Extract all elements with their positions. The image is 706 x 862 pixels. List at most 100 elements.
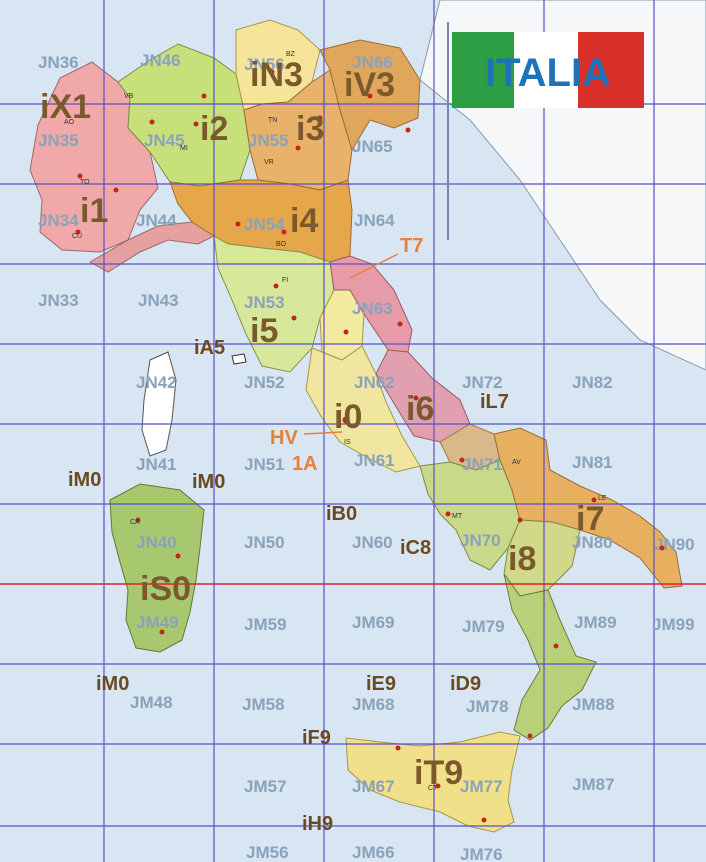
svg-text:CU: CU (72, 233, 82, 240)
prefix-HV: HV (270, 427, 298, 449)
locator-JM79: JM79 (462, 617, 505, 636)
prefix-iL7: iL7 (480, 391, 509, 413)
region-prefixes: iX1 i1 i2 iN3 i3 iV3 i4 i5 i6 i0 i7 i8 i… (40, 56, 604, 792)
prefix-iB0: iB0 (326, 503, 357, 525)
prefix-iF9: iF9 (302, 727, 331, 749)
region-sardegna (109, 483, 205, 653)
prefix-i6: i6 (406, 390, 434, 428)
region-lazio (305, 345, 421, 473)
prefix-iA5: iA5 (194, 337, 225, 359)
locator-JM76: JM76 (460, 845, 503, 862)
locator-JN82: JN82 (572, 373, 613, 392)
svg-text:TN: TN (268, 117, 277, 124)
hv-leader (303, 431, 343, 435)
prefix-i5: i5 (250, 312, 278, 350)
svg-text:CT: CT (428, 785, 438, 792)
locator-JN61: JN61 (354, 451, 395, 470)
locator-JM56: JM56 (246, 843, 289, 862)
locator-JN34: JN34 (38, 211, 79, 230)
locator-JN60: JN60 (352, 533, 393, 552)
locator-JM78: JM78 (466, 697, 509, 716)
locator-JM77: JM77 (460, 777, 503, 796)
region-piemonte (29, 61, 159, 253)
prefix-iE9: iE9 (366, 673, 396, 695)
locator-JN46: JN46 (140, 51, 181, 70)
prefix-iD9: iD9 (450, 673, 481, 695)
locator-JN70: JN70 (460, 531, 501, 550)
locator-JN41: JN41 (136, 455, 177, 474)
locator-JN72: JN72 (462, 373, 503, 392)
prefix-i0: i0 (334, 398, 362, 436)
locator-JN36: JN36 (38, 53, 79, 72)
region-liguria (88, 221, 216, 273)
locator-JN35: JN35 (38, 131, 79, 150)
locator-JN66: JN66 (352, 53, 393, 72)
locator-JM88: JM88 (572, 695, 615, 714)
prefix-iC8: iC8 (400, 537, 431, 559)
prefix-iN3: iN3 (250, 56, 303, 94)
locator-labels: JN36 JN46 JN56 JN66 JN35 JN45 JN55 JN65 … (38, 51, 695, 862)
svg-text:MT: MT (452, 513, 463, 520)
locator-JN44: JN44 (136, 211, 177, 230)
locator-JN42: JN42 (136, 373, 177, 392)
prefix-i8: i8 (508, 540, 536, 578)
locator-JN43: JN43 (138, 291, 179, 310)
svg-text:VB: VB (124, 93, 134, 100)
region-lombardia (117, 43, 251, 187)
locator-JM49: JM49 (136, 613, 179, 632)
province-dots (75, 69, 665, 823)
prefix-i4: i4 (290, 202, 318, 240)
province-labels: AO VB TO CU MI BZ TN VR BO FI IS AV MT L… (64, 51, 607, 792)
svg-text:BZ: BZ (286, 51, 296, 58)
locator-JN50: JN50 (244, 533, 285, 552)
locator-JN51: JN51 (244, 455, 285, 474)
prefix-iX1: iX1 (40, 88, 91, 126)
locator-JN62: JN62 (354, 373, 395, 392)
t7-leader (349, 253, 399, 279)
flag-title: ITALIA (485, 51, 611, 95)
locator-JN53: JN53 (244, 293, 285, 312)
locator-JN71: JN71 (462, 455, 503, 474)
svg-text:AO: AO (64, 119, 75, 126)
prefix-1A: 1A (292, 453, 318, 475)
island-prefixes: iA5 iM0 iM0 iM0 iB0 iC8 iL7 iE9 iD9 iF9 … (68, 337, 509, 835)
prefix-iH9: iH9 (302, 813, 333, 835)
svg-text:AV: AV (512, 459, 521, 466)
locator-JN81: JN81 (572, 453, 613, 472)
locator-JM99: JM99 (652, 615, 695, 634)
italia-flag: ITALIA (447, 22, 644, 240)
locator-JM89: JM89 (574, 613, 617, 632)
locator-JN54: JN54 (244, 215, 285, 234)
locator-JN64: JN64 (354, 211, 395, 230)
region-calabria (503, 573, 597, 741)
locator-JN33: JN33 (38, 291, 79, 310)
locator-JM69: JM69 (352, 613, 395, 632)
island-elba (231, 353, 247, 365)
flag-white (514, 32, 578, 108)
svg-text:BO: BO (276, 241, 287, 248)
svg-text:VR: VR (264, 159, 274, 166)
svg-text:TO: TO (80, 179, 90, 186)
svg-text:IS: IS (344, 439, 351, 446)
locator-JN63: JN63 (352, 299, 393, 318)
svg-text:CA: CA (130, 519, 140, 526)
locator-JM66: JM66 (352, 843, 395, 862)
special-prefixes: T7 HV 1A (270, 235, 423, 475)
locator-JN65: JN65 (352, 137, 393, 156)
locator-JM59: JM59 (244, 615, 287, 634)
locator-JN90: JN90 (654, 535, 695, 554)
locator-JM87: JM87 (572, 775, 615, 794)
locator-JN55: JN55 (248, 131, 289, 150)
prefix-T7: T7 (400, 235, 423, 257)
prefix-i1: i1 (80, 192, 108, 230)
locator-JN40: JN40 (136, 533, 177, 552)
locator-JM58: JM58 (242, 695, 285, 714)
svg-text:FI: FI (282, 277, 288, 284)
prefix-iT9: iT9 (414, 754, 463, 792)
locator-JM68: JM68 (352, 695, 395, 714)
locator-JN80: JN80 (572, 533, 613, 552)
flag-green (452, 32, 514, 108)
locator-JN52: JN52 (244, 373, 285, 392)
locator-JM57: JM57 (244, 777, 287, 796)
